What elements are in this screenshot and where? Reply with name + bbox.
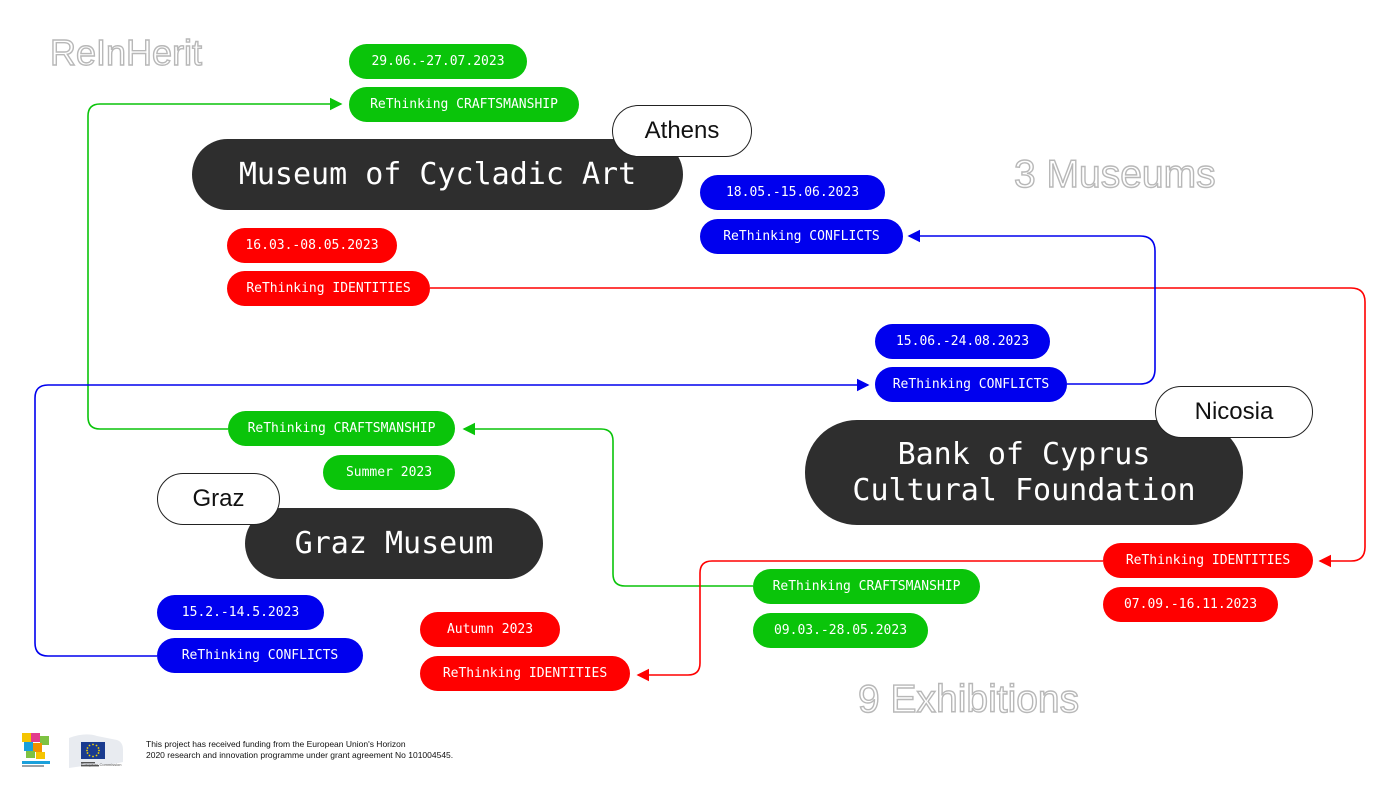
- museums-count-heading: 3 Museums: [1013, 153, 1216, 196]
- connector-red-athens-nicosia: [430, 287, 1366, 568]
- museum-name: Graz Museum: [294, 526, 494, 561]
- exhibition-athens-craftsmanship[interactable]: ReThinking CRAFTSMANSHIP: [349, 87, 579, 122]
- connector-green-nicosia-graz: [462, 422, 753, 587]
- exhibition-date-graz-conflicts: 15.2.-14.5.2023: [157, 595, 324, 630]
- museum-cycladic-art[interactable]: Museum of Cycladic Art: [192, 139, 683, 210]
- reinherit-logo-text: ReInHerit: [49, 32, 203, 73]
- city-label-graz: Graz: [157, 473, 280, 525]
- exhibition-date-graz-craftsmanship: Summer 2023: [323, 455, 455, 490]
- exhibition-athens-conflicts[interactable]: ReThinking CONFLICTS: [700, 219, 903, 254]
- museum-bank-of-cyprus[interactable]: Bank of Cyprus Cultural Foundation: [805, 420, 1243, 525]
- exhibition-date-nicosia-craftsmanship: 09.03.-28.05.2023: [753, 613, 928, 648]
- exhibition-graz-craftsmanship[interactable]: ReThinking CRAFTSMANSHIP: [228, 411, 455, 446]
- exhibition-athens-identities[interactable]: ReThinking IDENTITIES: [227, 271, 430, 306]
- exhibition-nicosia-craftsmanship[interactable]: ReThinking CRAFTSMANSHIP: [753, 569, 980, 604]
- exhibition-date-athens-identities: 16.03.-08.05.2023: [227, 228, 397, 263]
- eu-flag-icon: [69, 734, 123, 768]
- exhibition-date-athens-craftsmanship: 29.06.-27.07.2023: [349, 44, 527, 79]
- museum-name-line1: Bank of Cyprus: [897, 436, 1151, 472]
- exhibition-graz-identities[interactable]: ReThinking IDENTITIES: [420, 656, 630, 691]
- exhibition-nicosia-conflicts[interactable]: ReThinking CONFLICTS: [875, 367, 1067, 402]
- connector-blue-graz-nicosia: [34, 378, 870, 657]
- exhibition-date-graz-identities: Autumn 2023: [420, 612, 560, 647]
- museum-name: Museum of Cycladic Art: [238, 157, 637, 192]
- exhibition-date-athens-conflicts: 18.05.-15.06.2023: [700, 175, 885, 210]
- connector-green-graz-athens: [87, 97, 343, 430]
- reinherit-logo-icon: [22, 733, 50, 767]
- exhibitions-count-heading: 9 Exhibitions: [857, 678, 1080, 721]
- museum-name-line2: Cultural Foundation: [852, 472, 1196, 508]
- exhibition-nicosia-identities[interactable]: ReThinking IDENTITIES: [1103, 543, 1313, 578]
- city-label-nicosia: Nicosia: [1155, 386, 1313, 438]
- connector-blue-nicosia-athens: [907, 229, 1156, 385]
- funding-disclaimer: This project has received funding from t…: [146, 739, 454, 760]
- exhibition-date-nicosia-identities: 07.09.-16.11.2023: [1103, 587, 1278, 622]
- eu-logo-caption: European Commission: [81, 762, 122, 767]
- exhibition-graz-conflicts[interactable]: ReThinking CONFLICTS: [157, 638, 363, 673]
- museum-graz[interactable]: Graz Museum: [245, 508, 543, 579]
- exhibition-date-nicosia-conflicts: 15.06.-24.08.2023: [875, 324, 1050, 359]
- city-label-athens: Athens: [612, 105, 752, 157]
- connector-red-nicosia-graz: [636, 560, 1103, 682]
